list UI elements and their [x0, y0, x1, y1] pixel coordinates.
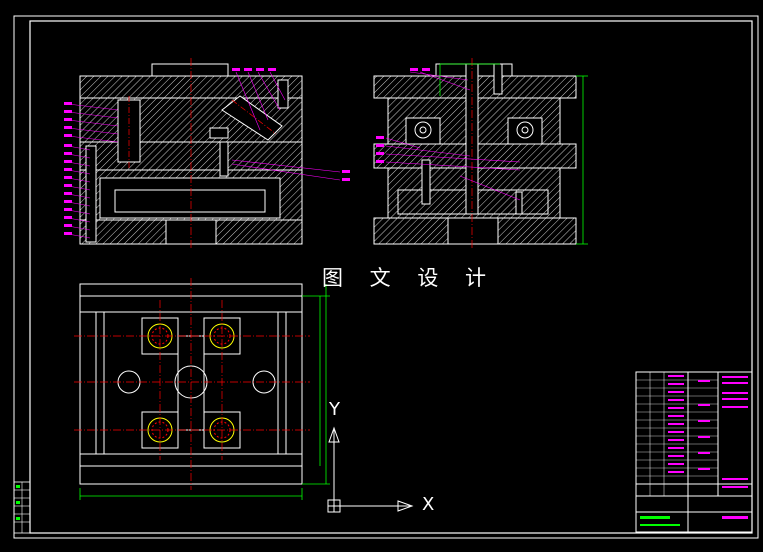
side-section-view[interactable]: [373, 58, 588, 250]
watermark-text: 图 文 设 计: [322, 266, 497, 290]
ucs-y-label: Y: [329, 399, 340, 420]
left-revision-table: [13, 481, 31, 534]
plan-view[interactable]: [74, 278, 330, 500]
ucs-icon: [327, 426, 414, 513]
front-section-view[interactable]: [64, 58, 350, 250]
ucs-x-label: X: [422, 494, 435, 515]
title-block[interactable]: [635, 371, 753, 533]
drawing-frame: [13, 15, 759, 539]
